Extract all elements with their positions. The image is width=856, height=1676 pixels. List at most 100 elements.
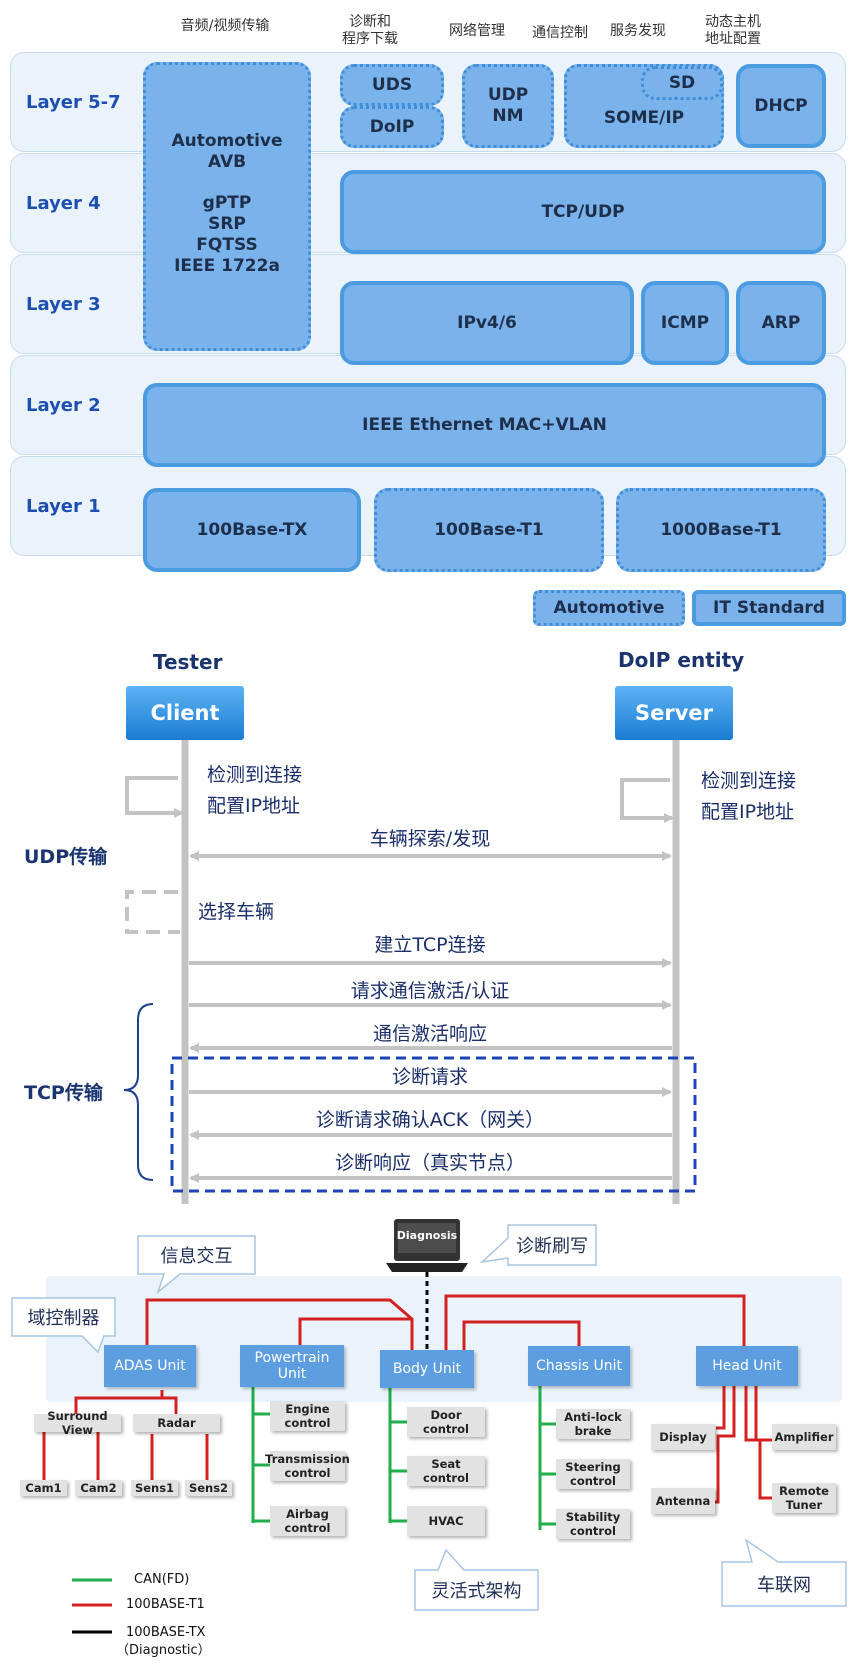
radar-box: Radar [133,1414,220,1432]
callout-flash-text: 诊断刷写 [516,1236,588,1257]
layer-label-3: Layer 3 [26,294,101,315]
1000base-t1-block: 1000Base-T1 [616,488,826,572]
msg-tcp-connect: 建立TCP连接 [374,934,486,956]
anti-lock-brake-box: Anti-lock brake [556,1409,630,1439]
callout-iov-text: 车联网 [757,1575,811,1596]
client-box: Client [126,686,244,740]
avb-line-6: IEEE 1722a [174,256,280,276]
server-self-line-1: 检测到连接 [701,770,797,792]
arp-block: ARP [736,281,826,365]
server-self-loop [620,778,674,823]
server-box: Server [615,686,733,740]
column-header-av: 音频/视频传输 [180,18,270,34]
layer-label-5-7: Layer 5-7 [26,92,121,113]
tcp-brace [123,1003,154,1181]
ipv46-block: IPv4/6 [340,281,634,365]
tester-label: Tester [153,650,223,674]
remote-tuner-box: Remote Tuner [772,1483,836,1513]
laptop-icon [386,1219,468,1272]
someip-label: SOME/IP [603,108,685,128]
cam1-box: Cam1 [20,1480,67,1496]
adas-unit: ADAS Unit [104,1345,196,1387]
doip-block: DoIP [340,106,444,148]
udp-nm-line-1: UDP [487,85,529,105]
column-header-diag-2: 程序下载 [342,31,398,47]
avb-line-5: FQTSS [196,235,258,255]
legend-it-standard: IT Standard [692,590,846,626]
avb-line-4: SRP [208,214,246,234]
msg-diag-response: 诊断响应（真实节点） [334,1152,525,1174]
head-unit: Head Unit [696,1346,798,1386]
engine-control-box: Engine control [270,1401,345,1431]
callout-domain-text: 域控制器 [27,1308,100,1329]
uds-block: UDS [340,64,444,106]
msg-activation: 请求通信激活/认证 [350,980,510,1002]
column-header-dhcp-1: 动态主机 [705,14,761,30]
avb-line-1: Automotive [171,131,283,151]
chassis-unit: Chassis Unit [528,1346,630,1386]
column-header-dhcp-2: 地址配置 [705,31,761,47]
server-self-line-2: 配置IP地址 [701,801,795,823]
avb-block: Automotive AVB gPTP SRP FQTSS IEEE 1722a [143,62,311,351]
avb-line-2: AVB [207,152,247,172]
seat-control-box: Seat control [407,1456,485,1486]
select-vehicle-text: 选择车辆 [198,901,275,923]
surround-view-box: Surround View [34,1409,121,1437]
udp-transport-label: UDP传输 [24,846,108,868]
antenna-box: Antenna [651,1488,715,1514]
icmp-block: ICMP [641,281,729,365]
legend-diagnostic-note: （Diagnostic） [116,1643,211,1658]
dhcp-block: DHCP [736,64,826,148]
sens1-box: Sens1 [131,1480,178,1496]
doip-entity-label: DoIP entity [618,648,745,672]
udp-nm-line-2: NM [492,106,524,126]
amplifier-box: Amplifier [772,1424,836,1450]
udp-nm-block: UDP NM [462,64,554,148]
legend-automotive: Automotive [533,590,685,626]
hvac-box: HVAC [407,1506,485,1536]
diag-highlight-box [170,1056,697,1193]
callout-flash-bubble [479,1224,597,1266]
callout-flexible-bubble [414,1548,539,1611]
msg-activation-response: 通信激活响应 [372,1023,487,1045]
airbag-control-box: Airbag control [270,1506,345,1536]
steering-control-box: Steering control [556,1459,630,1489]
column-header-nm: 网络管理 [449,23,505,39]
client-self-text: 检测到连接 配置IP地址 [207,760,302,822]
display-box: Display [651,1424,715,1450]
layer-label-1: Layer 1 [26,496,101,517]
layer-label-2: Layer 2 [26,395,101,416]
sequence-lines [123,740,697,1204]
callout-flexible-text: 灵活式架构 [431,1581,522,1602]
callout-iov-bubble [721,1538,847,1607]
door-control-box: Door control [407,1407,485,1437]
mac-block: IEEE Ethernet MAC+VLAN [143,383,826,467]
msg-discovery: 车辆探索/发现 [369,828,491,850]
select-vehicle-loop [125,890,180,934]
tcp-transport-label: TCP传输 [24,1082,103,1104]
cam2-box: Cam2 [75,1480,122,1496]
body-unit: Body Unit [380,1350,474,1388]
callout-info-text: 信息交互 [160,1246,233,1267]
legend-100base-tx: 100BASE-TX [126,1625,206,1640]
callout-info-bubble [137,1235,256,1295]
layer-label-4: Layer 4 [26,193,101,214]
msg-diag-request: 诊断请求 [391,1066,468,1088]
column-header-comm: 通信控制 [532,25,588,41]
column-header-sd: 服务发现 [610,23,666,39]
column-header-diag-1: 诊断和 [349,14,391,30]
callout-domain-bubble [11,1297,116,1354]
100base-tx-block: 100Base-TX [143,488,361,572]
legend-can: CAN(FD) [134,1572,190,1587]
client-self-loop [125,776,184,818]
sd-block: SD [641,66,723,100]
server-self-text: 检测到连接 配置IP地址 [701,766,796,828]
diagnosis-label: Diagnosis [397,1229,458,1242]
100base-t1-block: 100Base-T1 [374,488,604,572]
client-self-line-1: 检测到连接 [207,764,303,786]
msg-diag-ack: 诊断请求确认ACK（网关） [315,1109,545,1131]
legend-100base-t1: 100BASE-T1 [126,1597,205,1612]
tcp-udp-block: TCP/UDP [340,170,826,254]
client-self-line-2: 配置IP地址 [207,795,301,817]
